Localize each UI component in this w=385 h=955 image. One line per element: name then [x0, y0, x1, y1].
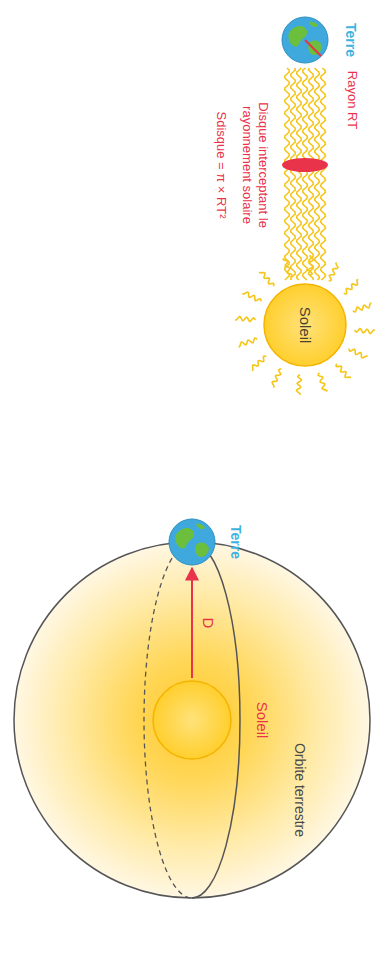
ray [329, 263, 338, 281]
ray [283, 258, 292, 277]
ray [349, 349, 367, 358]
node-label: Disque interceptant le rayonnement solai… [239, 85, 270, 245]
label-holder: Sdisque = π × RT² [213, 111, 229, 218]
sun: Soleil [263, 283, 347, 367]
annotation: Orbite terrestre [292, 743, 309, 837]
label-holder: Soleil [253, 702, 271, 739]
annotation: Rayon RT [344, 71, 360, 129]
wave [285, 68, 289, 280]
label-holder: Disque interceptant le rayonnement solai… [239, 85, 270, 245]
distance-arrow [191, 568, 193, 678]
node-label: Terre [228, 525, 245, 559]
ray [353, 303, 372, 312]
edge-label: D [199, 618, 217, 629]
wave [315, 68, 320, 280]
earth-shape [281, 16, 329, 64]
sun-shape [152, 680, 232, 760]
wave [303, 68, 308, 280]
label-holder: Terre [343, 23, 360, 57]
wave [309, 68, 314, 280]
earth: Terre [168, 518, 216, 566]
wave [321, 68, 326, 280]
label-holder: Rayon RT [344, 71, 360, 129]
earth-shape [168, 518, 216, 566]
sun: Soleil [152, 680, 232, 760]
ray [259, 272, 273, 286]
intercept-disc: Disque interceptant le rayonnement solai… [281, 157, 329, 173]
ray [238, 338, 257, 347]
node-label: Soleil [253, 702, 271, 739]
node-label: Terre [343, 23, 360, 57]
node-label: Sdisque = π × RT² [213, 111, 229, 218]
ray [296, 375, 301, 395]
earth: Terre [281, 16, 329, 64]
disc-shape [281, 157, 329, 173]
ray [309, 255, 314, 275]
radius-line [305, 40, 321, 56]
ray [318, 373, 327, 392]
label-holder: Terre [228, 525, 245, 559]
node-label: Soleil [296, 307, 314, 344]
ray [243, 292, 261, 301]
ray [272, 369, 281, 387]
ray [252, 356, 266, 370]
sphere [14, 542, 370, 898]
sun-rays [235, 255, 375, 395]
wave [291, 68, 295, 280]
ray [355, 329, 375, 334]
ray [344, 279, 358, 293]
ray [336, 364, 350, 378]
label-holder: Soleil [296, 307, 314, 344]
radiation-waves [285, 68, 326, 280]
wave [297, 68, 302, 280]
label-holder: D [199, 618, 217, 629]
label-holder: Orbite terrestre [292, 743, 309, 837]
ray [235, 316, 255, 321]
